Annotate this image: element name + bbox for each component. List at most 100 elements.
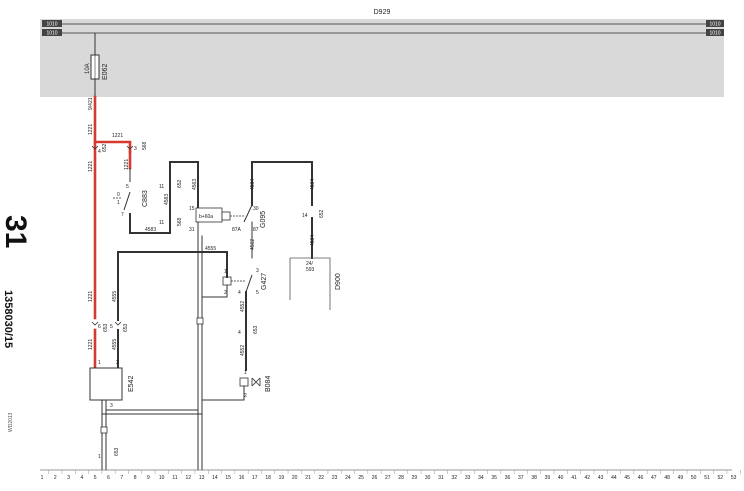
scale-label: 26 [372,475,378,481]
scale-label: 21 [305,475,311,481]
g427-id: G427 [261,273,268,290]
relay-g095-id: G095 [260,211,267,228]
relay-pin87a: 87A [232,227,242,233]
scale-label: 2 [54,475,57,481]
scale-label: 16 [239,475,245,481]
e542-ground-b [101,399,203,415]
e542-ground-a [105,399,199,411]
g427-contact [245,274,253,293]
conn-568-mark [126,145,134,150]
scale-label: 10 [159,475,165,481]
scale-label: 36 [505,475,511,481]
rail-label-right-top: 1010 [709,22,720,28]
ground-splice-e542 [100,426,108,434]
module-e542 [89,367,123,401]
conn-652-14-pin: 14 [302,213,308,219]
relay-pin87: 87 [253,227,259,233]
wire-label-1221-c: 1221 [88,161,94,172]
conn-568-11-pin: 11 [159,220,164,226]
wire-4583-loop [129,213,171,234]
scale-label: 5 [94,475,97,481]
ground-splice [196,317,204,325]
conn-653-5-id: 653 [123,323,129,332]
conn-568-11-id: 568 [177,217,183,226]
scale-label: 32 [452,475,458,481]
scale-label: 33 [465,475,471,481]
conn-652-11-pin: 11 [159,184,164,190]
scale-label: 43 [598,475,604,481]
scale-label: 38 [531,475,537,481]
b084-coil [239,377,249,387]
wire-label-4555-b: 4555 [112,291,118,302]
g427-pin3: 3 [256,268,259,274]
relay-box-label: b+60a [199,214,213,220]
wire-label-1221-b: 1221 [112,133,123,139]
scale-label: 8 [134,475,137,481]
wire-4564 [251,161,313,206]
conn-653-4-pin: 4 [238,330,241,336]
conn-652-14-id: 652 [319,209,325,218]
scale-label: 51 [704,475,710,481]
bus-label: D929 [374,9,391,16]
switch-lever [123,191,131,211]
scale-label: 40 [558,475,564,481]
scale-label: 19 [279,475,285,481]
conn-653-4-id: 653 [253,325,259,334]
scale-label: 14 [212,475,218,481]
wire-label-4564-b: 4564 [310,179,316,190]
scale-label: 9 [147,475,150,481]
scale-label: 30 [425,475,431,481]
g427-ground [201,284,228,298]
conn-652-mark [91,145,99,150]
wire-label-4555-a: 4555 [205,246,216,252]
wire-label-4552-b: 4552 [240,345,246,356]
wire-label-4564-c: 4564 [310,235,316,246]
relay-pin30: 30 [253,206,259,212]
conn-653-1-id: 653 [114,447,120,456]
conn-568-pin: 3 [134,146,137,152]
wire-label-4583-b: 4583 [164,194,170,205]
scale-label: 41 [571,475,577,481]
scale-label: 7 [120,475,123,481]
scale-label: 47 [651,475,657,481]
document-code: 1358030/15 [2,290,14,349]
fuse-rating: 10A [85,63,91,74]
switch-id: C883 [142,190,149,207]
wire-4563 [169,161,199,209]
relay-pin31: 31 [189,227,195,233]
scale-label: 3 [67,475,70,481]
scale-label: 12 [186,475,192,481]
e542-id: E542 [128,376,135,392]
ecu-d900-outline [289,257,331,310]
rail-label-left-top: 1010 [46,22,57,28]
scale-label: 25 [358,475,364,481]
wire-label-4552-a: 4552 [240,301,246,312]
scale-label: 46 [638,475,644,481]
scale-label: 45 [624,475,630,481]
e542-ground-down [101,409,107,471]
scale-label: 42 [585,475,591,481]
e542-pin1: 1 [98,360,101,366]
switch-pos1: 1 [117,200,120,206]
rail-tag-right-top [706,20,724,27]
scale-label: 6 [107,475,110,481]
scale-label: 13 [199,475,205,481]
scale-label: 37 [518,475,524,481]
rail-label-left-bottom: 1010 [46,31,57,37]
g427-pin1: 1 [224,269,227,275]
scale-label: 49 [678,475,684,481]
wire-label-4583-a: 4583 [145,227,156,233]
power-bus-band [40,19,724,97]
scale-label: 52 [718,475,724,481]
scale-label: 20 [292,475,298,481]
rail-tag-right-bottom [706,29,724,36]
relay-pin15: 15 [189,206,195,212]
rail-label-right-bottom: 1010 [709,31,720,37]
scale-label: 23 [332,475,338,481]
scale-label: 27 [385,475,391,481]
conn-653-1-pin: 1 [98,454,101,460]
scale-label: 48 [664,475,670,481]
wire-label-9421: 9/421 [88,97,94,110]
fuse-id: E062 [102,64,109,80]
